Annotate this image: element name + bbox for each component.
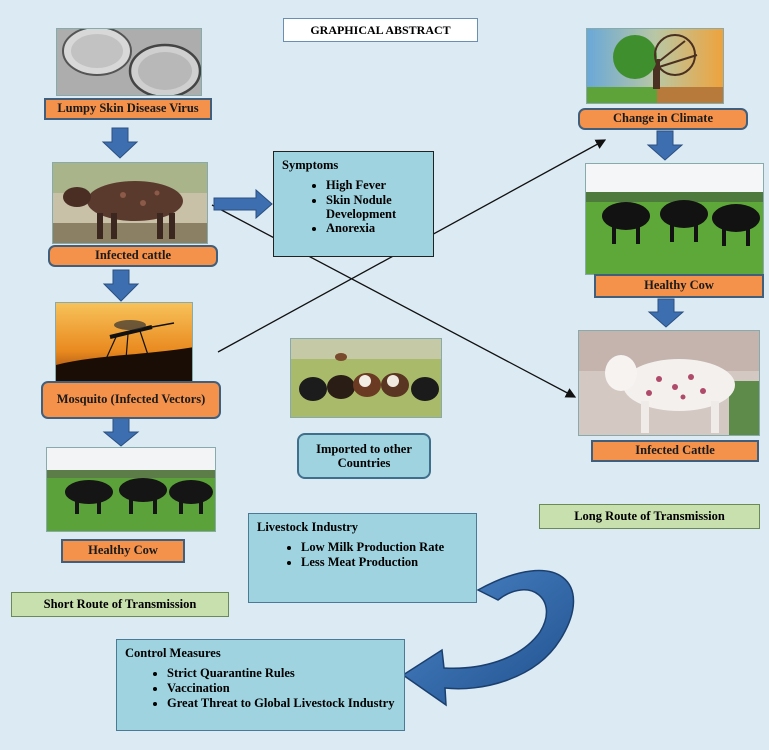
infected-cattle-right-image — [578, 330, 760, 436]
healthy-cow-right-label: Healthy Cow — [594, 274, 764, 298]
control-measures-panel: Control Measures Strict Quarantine Rules… — [116, 639, 405, 731]
curved-arrow-livestock-to-control-icon — [401, 569, 575, 707]
cattle-herd-illustration — [291, 339, 441, 417]
control-item: Vaccination — [167, 681, 396, 696]
virus-illustration — [57, 29, 201, 95]
imported-label: Imported to other Countries — [297, 433, 431, 479]
healthy-cow-right-image — [585, 163, 764, 275]
climate-illustration — [587, 29, 723, 103]
virus-image — [56, 28, 202, 96]
arrow-virus-to-infected-icon — [101, 127, 139, 159]
arrow-infected-to-symptoms-icon — [213, 188, 273, 220]
mosquito-label: Mosquito (Infected Vectors) — [41, 381, 221, 419]
healthy-cow-left-image — [46, 447, 216, 532]
climate-label: Change in Climate — [578, 108, 748, 130]
symptom-item: High Fever — [326, 178, 433, 193]
arrow-climate-to-healthy-icon — [646, 130, 684, 161]
healthy-cow-herd-illustration — [586, 164, 763, 274]
arrow-mosquito-to-healthy-icon — [102, 417, 140, 447]
control-item: Great Threat to Global Livestock Industr… — [167, 696, 396, 711]
livestock-panel: Livestock Industry Low Milk Production R… — [248, 513, 477, 603]
climate-image — [586, 28, 724, 104]
control-item: Strict Quarantine Rules — [167, 666, 396, 681]
livestock-list: Low Milk Production Rate Less Meat Produ… — [249, 540, 476, 570]
livestock-item: Less Meat Production — [301, 555, 468, 570]
symptoms-panel: Symptoms High Fever Skin Nodule Developm… — [273, 151, 434, 257]
livestock-title: Livestock Industry — [257, 520, 359, 534]
long-route-label: Long Route of Transmission — [539, 504, 760, 529]
infected-cattle-label: Infected cattle — [48, 245, 218, 267]
infected-cattle-right-label: Infected Cattle — [591, 440, 759, 462]
imported-cattle-image — [290, 338, 442, 418]
virus-label: Lumpy Skin Disease Virus — [44, 98, 212, 120]
symptoms-list: High Fever Skin Nodule Development Anore… — [274, 178, 433, 236]
control-list: Strict Quarantine Rules Vaccination Grea… — [117, 666, 404, 711]
symptom-item: Anorexia — [326, 221, 433, 236]
infected-cattle-illustration — [53, 163, 207, 243]
page-title: GRAPHICAL ABSTRACT — [283, 18, 478, 42]
infected-calf-illustration — [579, 331, 759, 435]
healthy-cow-left-label: Healthy Cow — [61, 539, 185, 563]
healthy-cow-illustration — [47, 448, 215, 531]
symptoms-title: Symptoms — [282, 158, 339, 172]
symptom-item: Skin Nodule Development — [326, 193, 433, 222]
mosquito-image — [55, 302, 193, 382]
control-title: Control Measures — [125, 646, 221, 660]
infected-cattle-image — [52, 162, 208, 244]
livestock-item: Low Milk Production Rate — [301, 540, 468, 555]
arrow-infected-to-mosquito-icon — [102, 269, 140, 302]
arrow-healthy-to-infected-icon — [647, 298, 685, 328]
short-route-label: Short Route of Transmission — [11, 592, 229, 617]
mosquito-illustration — [56, 303, 192, 381]
connector-infected-to-infected — [211, 204, 577, 398]
